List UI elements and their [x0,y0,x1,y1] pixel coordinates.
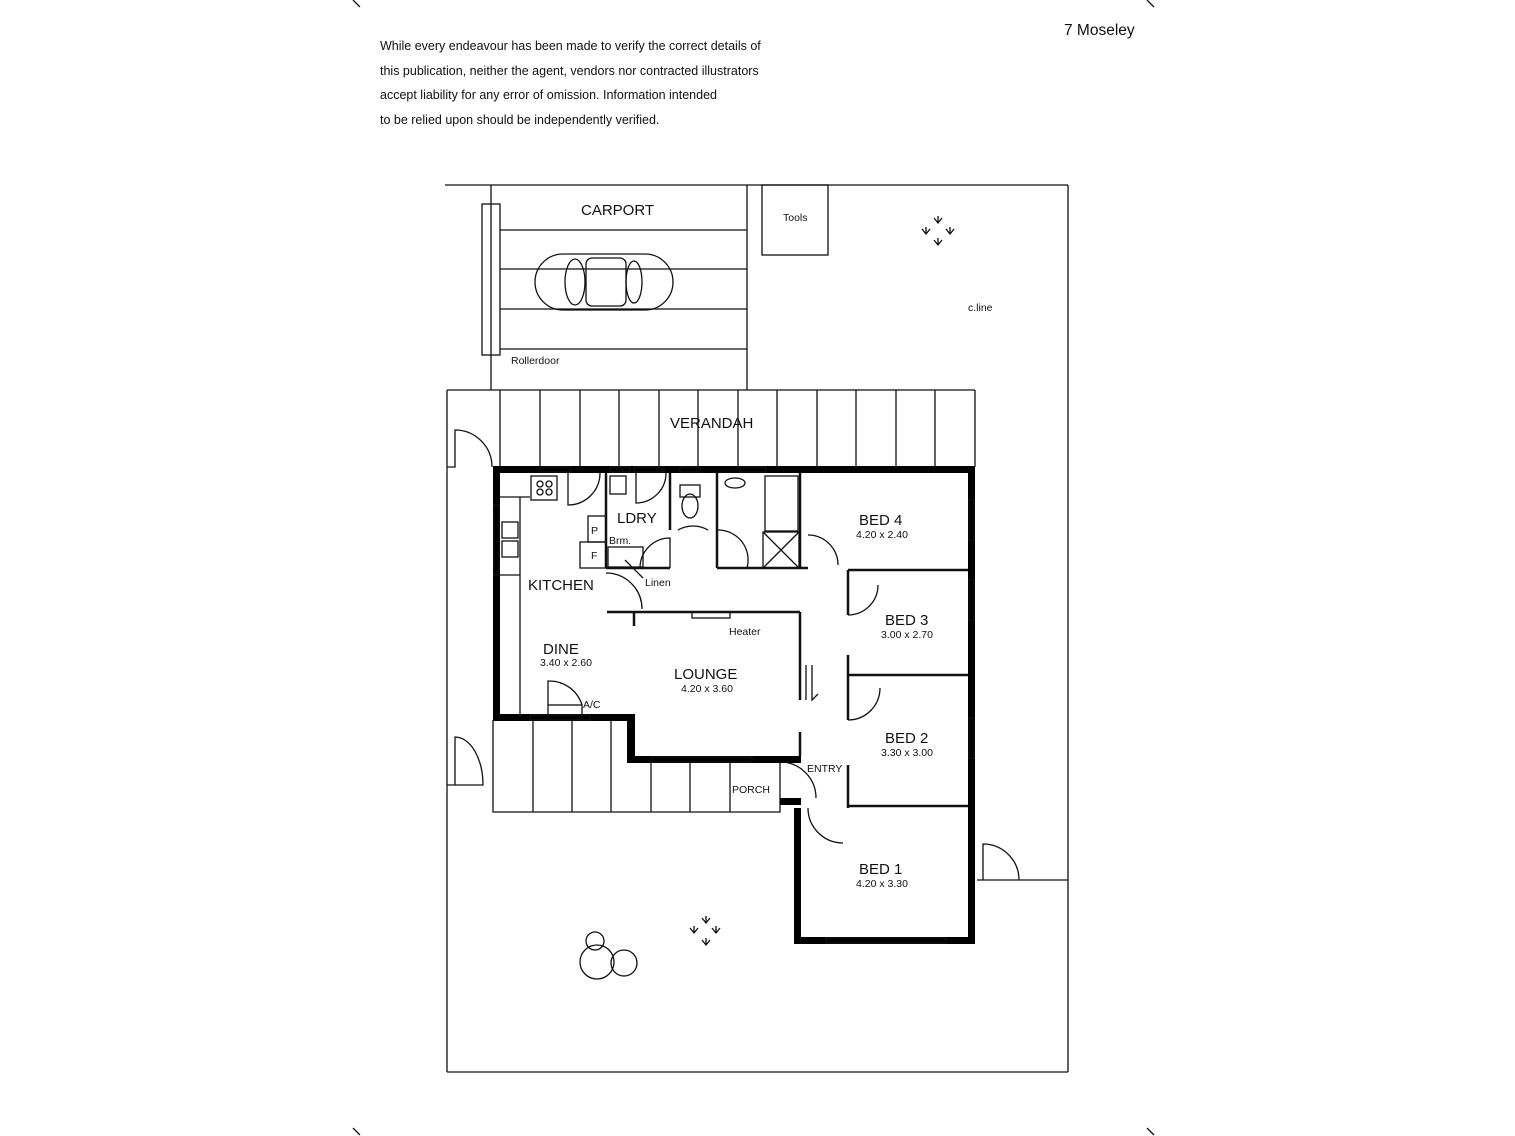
room-dims: 4.20 x 3.60 [681,683,733,695]
disclaimer-line: accept liability for any error of omissi… [380,88,717,102]
pantry-label: P [591,525,598,537]
ac-label: A/C [583,699,601,711]
fridge-label: F [591,550,597,562]
shower-icon [762,531,800,569]
plant-icon [689,216,955,947]
room-name: BED 3 [885,612,928,629]
room-name: DINE [543,641,579,658]
basin-icon [724,477,746,489]
fixtures [500,475,819,717]
windows [493,466,975,944]
toilet-icon [679,484,701,498]
ac-icon [547,704,583,716]
door-swings [547,472,881,844]
verandah [447,389,1020,881]
bath-icon [764,475,799,532]
porch-deck [492,720,781,813]
room-dims: 3.30 x 3.00 [881,747,933,759]
gate-icon [447,736,484,786]
room-name: BED 4 [859,512,902,529]
room-dims: 4.20 x 3.30 [856,878,908,890]
crop-marks [352,0,1155,1136]
broom-label: Brm. [609,535,631,547]
carport-label: CARPORT [581,202,654,219]
room-dims: 4.20 x 2.40 [856,529,908,541]
room-name: BED 1 [859,861,902,878]
room-dims: 3.00 x 2.70 [881,629,933,641]
disclaimer-line: to be relied upon should be independentl… [380,112,660,127]
property-title: 7 Moseley [1064,22,1135,39]
entry-label: ENTRY [807,763,842,775]
disclaimer: While every endeavour has been made to v… [380,34,761,132]
linen-label: Linen [645,577,671,589]
stove-icon [530,475,558,501]
cline-label: c.line [968,302,993,314]
heater-icon [691,611,731,619]
kitchen-label: KITCHEN [528,577,594,594]
disclaimer-line: this publication, neither the agent, ven… [380,63,759,78]
laundry-label: LDRY [617,510,657,527]
porch-label: PORCH [732,784,770,796]
heater-label: Heater [729,626,761,638]
tools-label: Tools [783,212,808,224]
tools-shed [761,184,829,256]
room-dims: 3.40 x 2.60 [540,657,592,669]
rollerdoor-label: Rollerdoor [511,355,560,367]
verandah-label: VERANDAH [670,415,753,432]
room-name: LOUNGE [674,666,737,683]
exterior-walls [493,466,975,944]
room-name: BED 2 [885,730,928,747]
car-icon [534,253,674,311]
washer-icon [609,475,627,495]
gate-icon [982,843,1020,881]
sink-icon [501,521,519,539]
tree-icon [579,931,638,980]
lot-boundary [445,184,1069,1073]
carport [481,185,748,390]
gate-icon [447,429,493,468]
disclaimer-line: While every endeavour has been made to v… [380,39,761,53]
rollerdoor [481,203,501,356]
